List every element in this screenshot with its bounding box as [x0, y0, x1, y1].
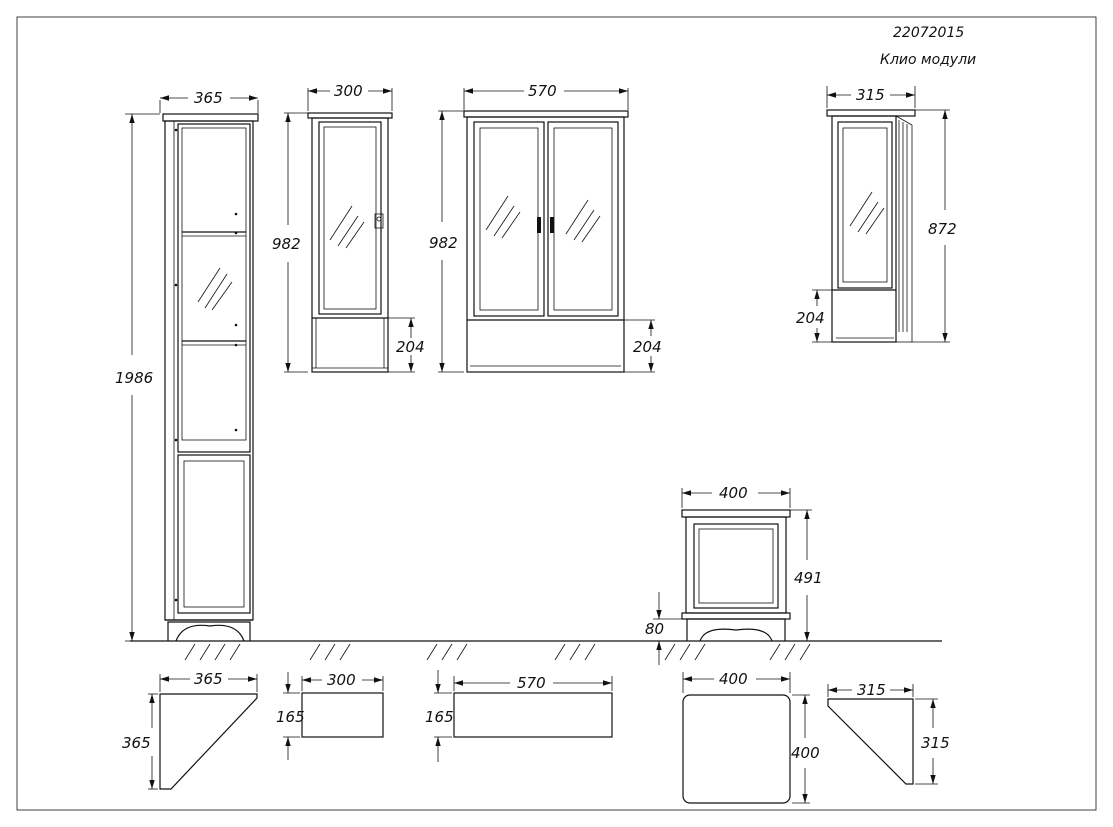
dim-plan-570-depth: 165	[425, 708, 454, 726]
plan-wall-300	[301, 692, 384, 738]
plan-low-400	[682, 694, 791, 804]
sheet-border	[16, 16, 1097, 811]
dim-plan-tall-depth: 365	[122, 734, 151, 752]
tall-cabinet	[162, 113, 259, 642]
low-cabinet-400	[681, 509, 791, 642]
corner-cabinet-315	[826, 109, 916, 343]
dim-wall2-height: 982	[429, 234, 458, 252]
dim-low-width: 400	[719, 484, 748, 502]
dimension-lines	[125, 86, 950, 804]
drawing-name: Клио модули	[880, 52, 976, 68]
dim-low-height: 491	[794, 569, 823, 587]
dim-plan-tall-width: 365	[194, 670, 223, 688]
dim-wall1-height: 982	[272, 235, 301, 253]
plan-wall-570	[453, 692, 613, 738]
dim-tall-width: 365	[194, 89, 223, 107]
dim-plan-low-depth: 400	[791, 744, 820, 762]
floor-hatching	[184, 643, 811, 661]
drawing-code: 22072015	[893, 25, 964, 41]
dim-plan-300-depth: 165	[276, 708, 305, 726]
dim-plan-low-width: 400	[719, 670, 748, 688]
dim-plan-corner-width: 315	[857, 681, 886, 699]
wall-cabinet-570	[463, 110, 629, 373]
dim-plan-570-width: 570	[517, 674, 546, 692]
dim-wall2-width: 570	[528, 82, 557, 100]
dim-tall-height: 1986	[115, 369, 153, 387]
dim-wall2-bottom: 204	[633, 338, 662, 356]
plan-corner	[827, 698, 914, 785]
dim-wall1-bottom: 204	[396, 338, 425, 356]
dim-corner-width: 315	[856, 86, 885, 104]
dim-plan-corner-depth: 315	[921, 734, 950, 752]
dim-wall1-width: 300	[334, 82, 363, 100]
dim-low-plinth: 80	[645, 620, 664, 638]
wall-cabinet-300	[307, 112, 393, 373]
dim-plan-300-width: 300	[327, 671, 356, 689]
plan-tall	[159, 693, 258, 790]
dim-corner-bottom: 204	[796, 309, 825, 327]
dim-corner-height: 872	[928, 220, 957, 238]
